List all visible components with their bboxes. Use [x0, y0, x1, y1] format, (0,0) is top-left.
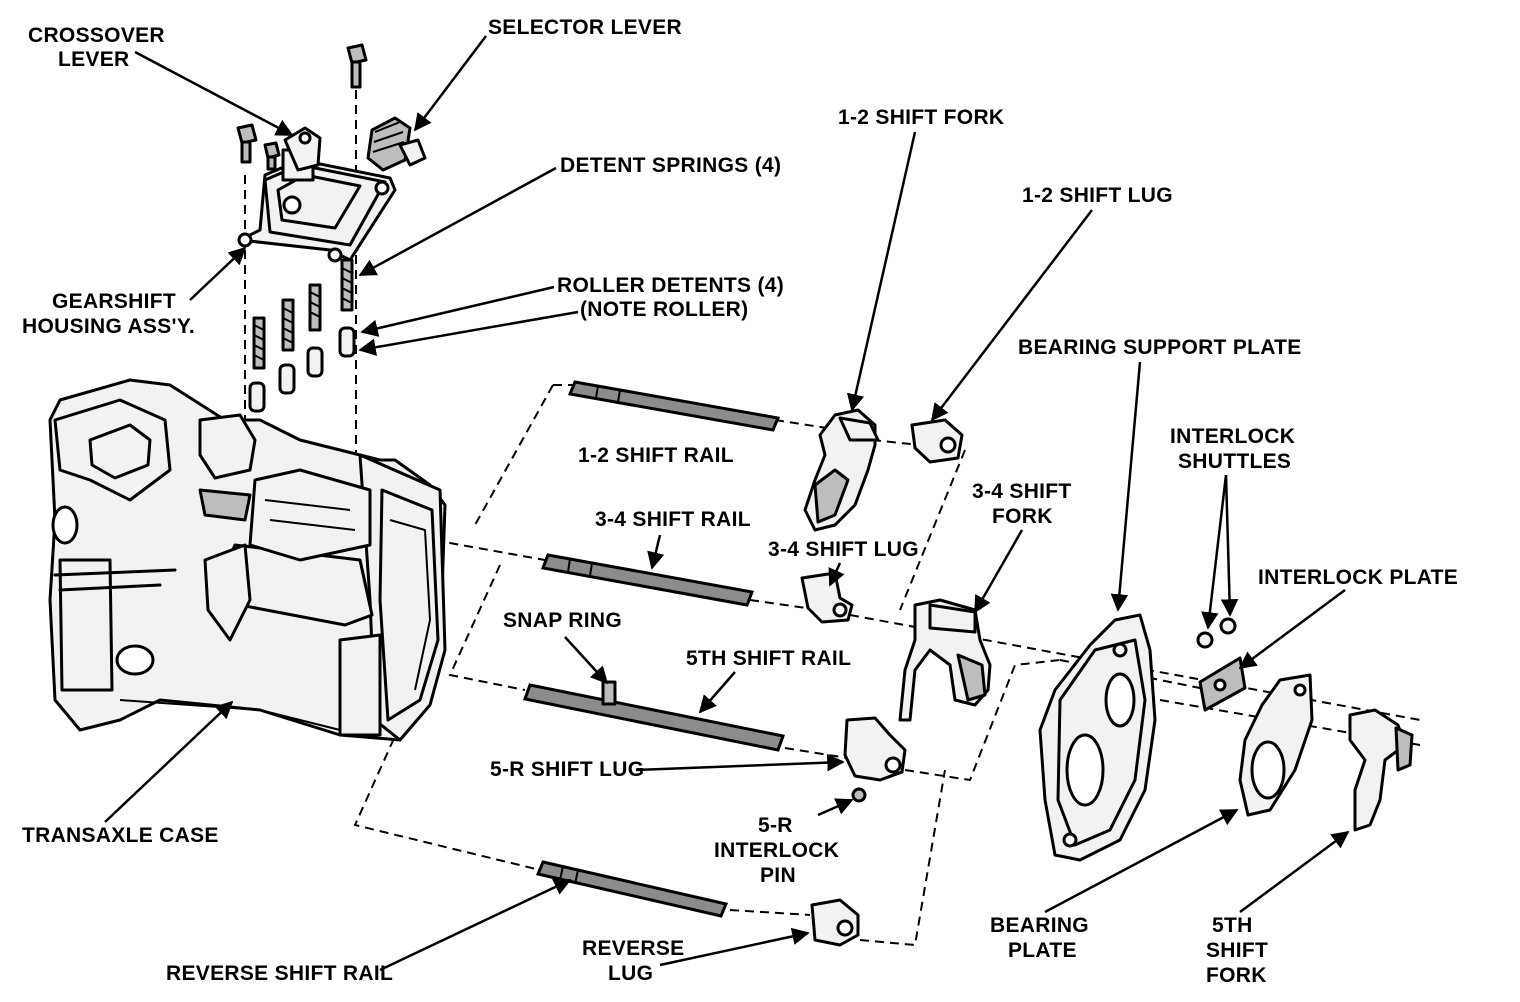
label-reverse-lug-2: LUG: [608, 962, 653, 985]
label-roller-detents-2: (NOTE ROLLER): [580, 298, 748, 321]
label-crossover-lever: CROSSOVER: [28, 24, 165, 47]
label-detent-springs: DETENT SPRINGS (4): [560, 154, 781, 177]
label-shift-fork-3-4: 3-4 SHIFT: [972, 480, 1072, 503]
label-shift-lug-5-r: 5-R SHIFT LUG: [490, 758, 644, 781]
label-gearshift-housing: GEARSHIFT: [52, 290, 176, 313]
label-fifth-shift-fork: 5TH: [1212, 914, 1253, 937]
label-interlock-pin-5-r-3: PIN: [760, 864, 796, 887]
label-transaxle-case: TRANSAXLE CASE: [22, 824, 219, 847]
label-shift-lug-1-2: 1-2 SHIFT LUG: [1022, 184, 1173, 207]
reverse-lug: [810, 898, 860, 947]
label-roller-detents: ROLLER DETENTS (4): [557, 274, 784, 297]
label-shift-fork-3-4-2: FORK: [992, 505, 1053, 528]
label-crossover-lever-2: LEVER: [58, 48, 130, 71]
label-shift-rail-3-4: 3-4 SHIFT RAIL: [595, 508, 751, 531]
shift-fork-3-4: [898, 598, 992, 722]
shift-lug-5-r: [843, 716, 907, 782]
selector-lever: [366, 116, 427, 172]
shift-rail-3-4: [540, 553, 755, 607]
label-shift-rail-5th: 5TH SHIFT RAIL: [686, 647, 851, 670]
gearshift-housing-assembly: [237, 148, 397, 263]
housing-bolts: [236, 43, 368, 171]
label-fifth-shift-fork-3: FORK: [1206, 964, 1267, 987]
label-interlock-shuttles-2: SHUTTLES: [1178, 450, 1291, 473]
detent-springs: [252, 258, 354, 370]
labels: CROSSOVER LEVER SELECTOR LEVER DETENT SP…: [22, 16, 1458, 987]
roller-detents: [248, 326, 356, 413]
shift-rail-reverse: [535, 860, 729, 918]
shift-rail-5th: [523, 680, 785, 752]
fifth-shift-fork: [1348, 708, 1414, 832]
label-reverse-lug: REVERSE: [582, 937, 684, 960]
label-shift-fork-1-2: 1-2 SHIFT FORK: [838, 106, 1004, 129]
shift-fork-1-2: [803, 408, 880, 532]
label-shift-lug-3-4: 3-4 SHIFT LUG: [768, 538, 919, 561]
label-interlock-shuttles: INTERLOCK: [1170, 425, 1295, 448]
label-snap-ring: SNAP RING: [503, 609, 622, 632]
shift-lug-1-2: [910, 418, 964, 464]
label-fifth-shift-fork-2: SHIFT: [1206, 939, 1268, 962]
label-reverse-shift-rail: REVERSE SHIFT RAIL: [166, 962, 393, 985]
shift-lug-3-4: [800, 571, 854, 624]
crossover-lever: [283, 126, 322, 172]
label-interlock-pin-5-r: 5-R: [758, 814, 793, 837]
bearing-plate: [1238, 673, 1314, 817]
shift-rail-1-2: [567, 380, 781, 432]
label-interlock-plate: INTERLOCK PLATE: [1258, 566, 1458, 589]
interlock-plate: [1198, 656, 1247, 712]
interlock-shuttles: [1196, 617, 1237, 649]
leader-arrows: [104, 35, 1350, 972]
label-shift-rail-1-2: 1-2 SHIFT RAIL: [578, 444, 734, 467]
label-bearing-plate-2: PLATE: [1008, 939, 1077, 962]
transaxle-case: [48, 378, 447, 742]
label-bearing-plate: BEARING: [990, 914, 1089, 937]
interlock-pin-5-r: [851, 787, 867, 803]
label-bearing-support-plate: BEARING SUPPORT PLATE: [1018, 336, 1302, 359]
bearing-support-plate: [1038, 613, 1157, 862]
label-interlock-pin-5-r-2: INTERLOCK: [714, 839, 839, 862]
label-gearshift-housing-2: HOUSING ASS'Y.: [22, 315, 195, 338]
label-selector-lever: SELECTOR LEVER: [488, 16, 682, 39]
